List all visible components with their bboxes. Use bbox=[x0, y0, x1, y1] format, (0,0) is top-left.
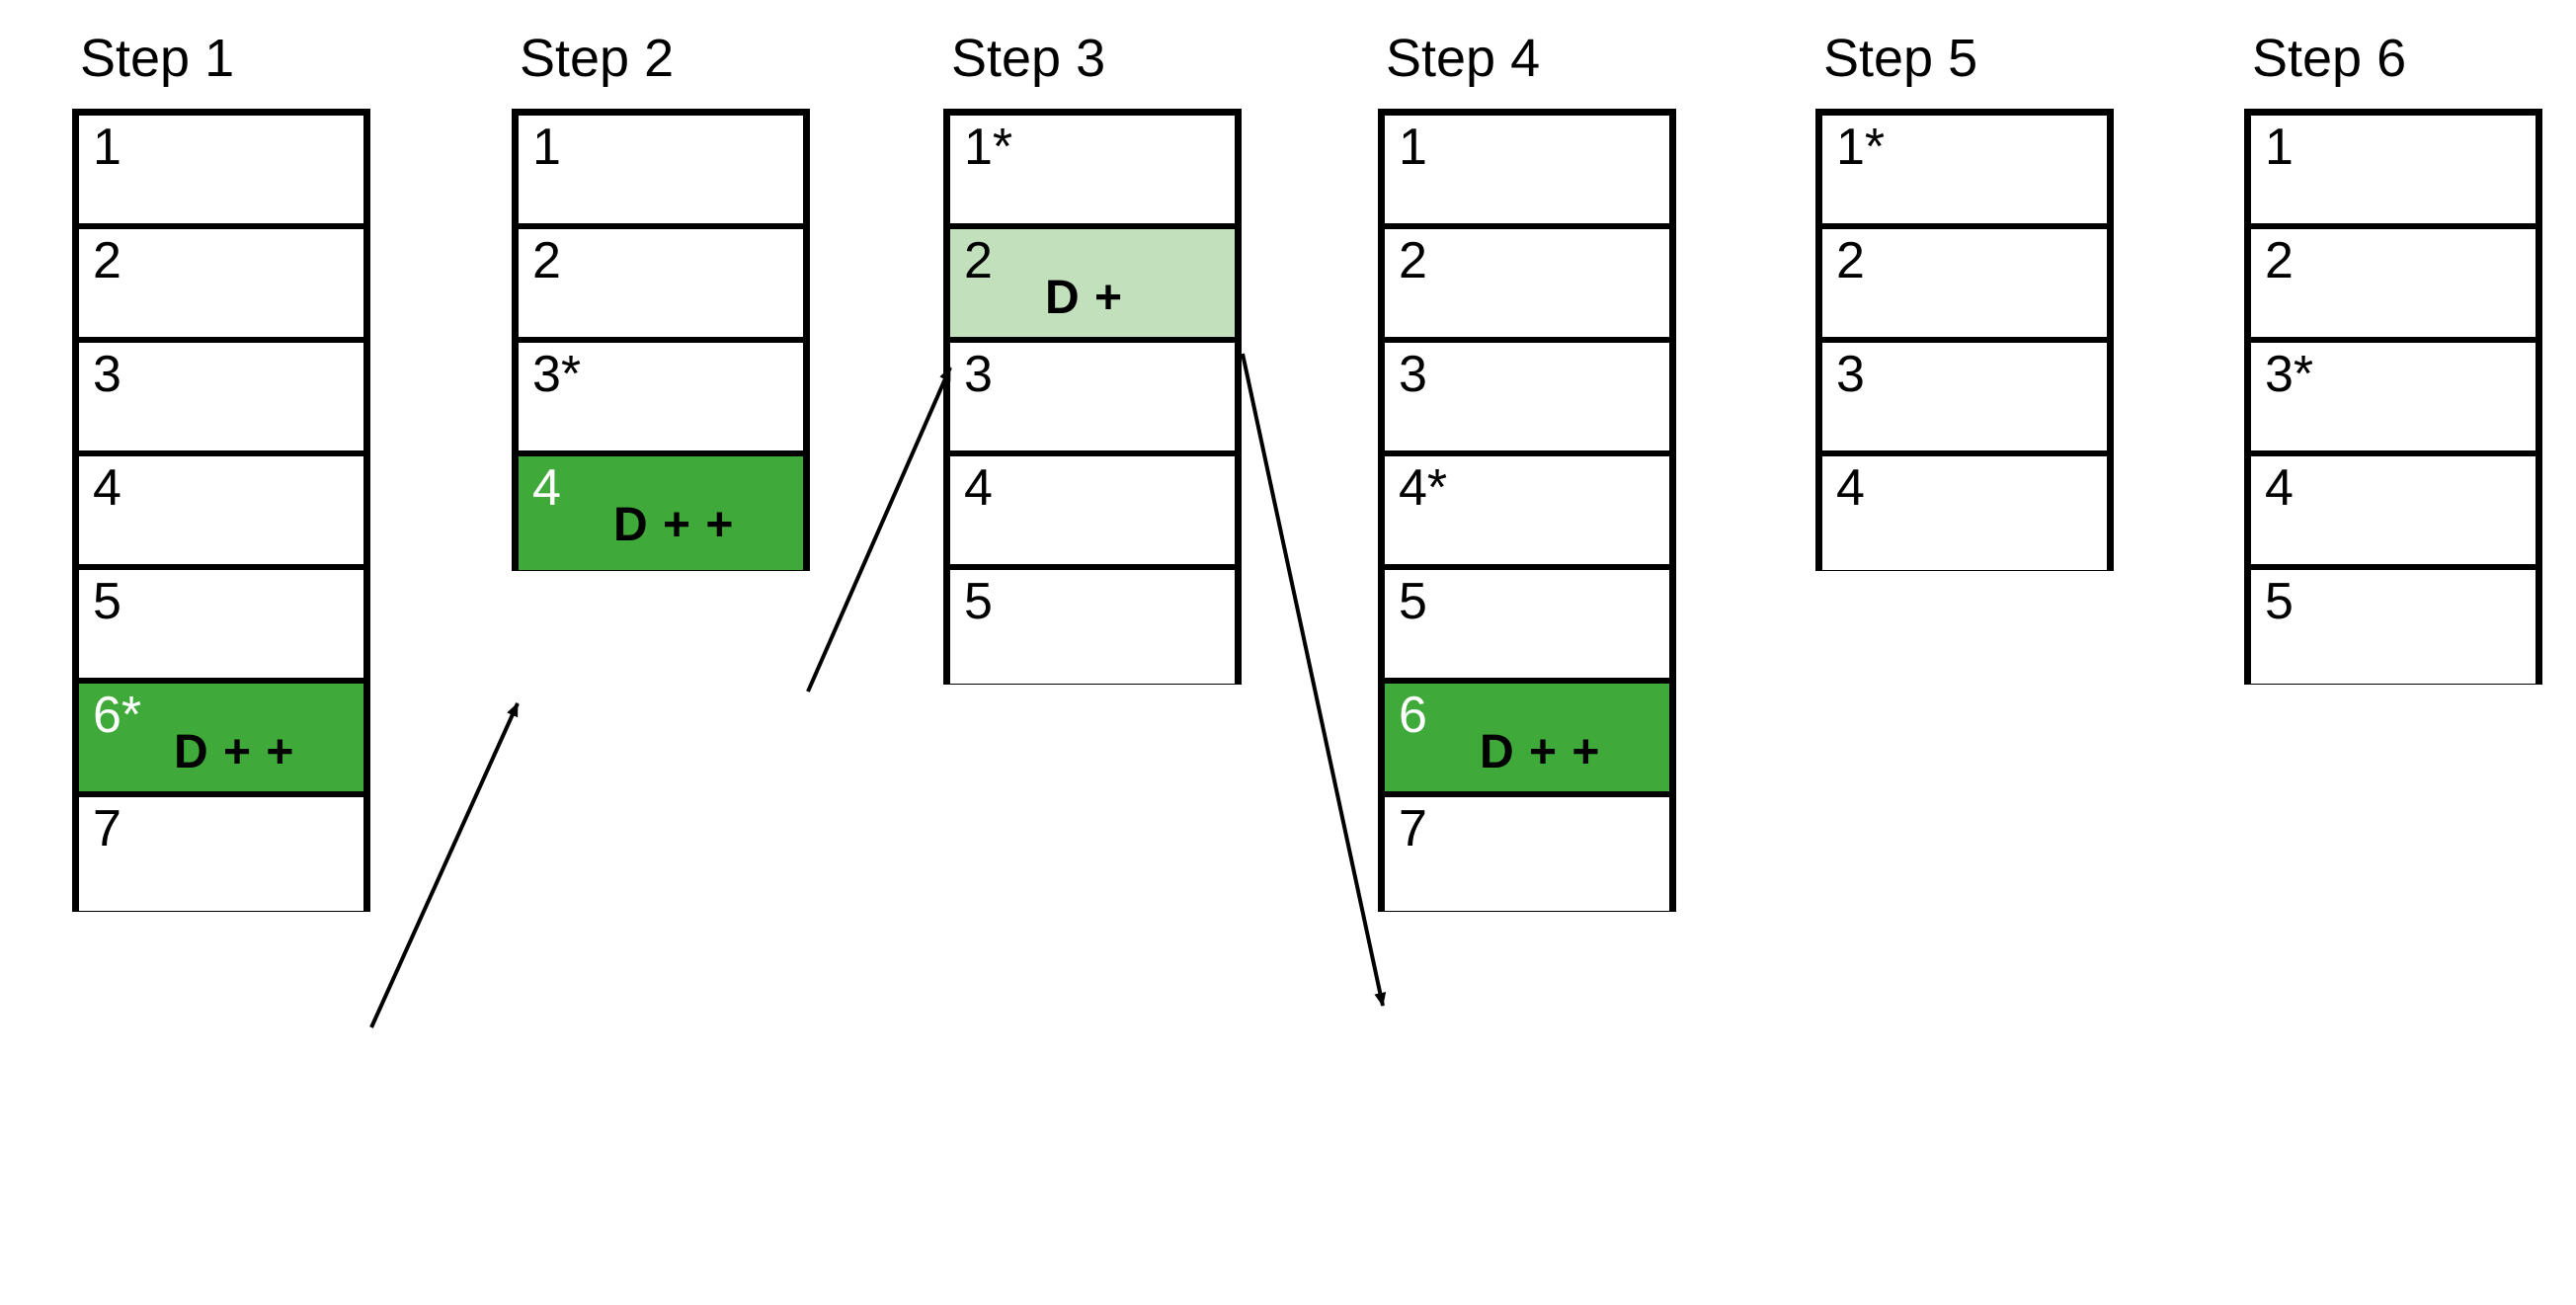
cell-label: 5 bbox=[1399, 573, 1427, 630]
step-5-cell-3[interactable]: 3 bbox=[1822, 343, 2107, 456]
cell-label: 6* bbox=[93, 687, 142, 744]
step-1-cell-7[interactable]: 7 bbox=[79, 797, 363, 911]
cell-label: 3 bbox=[93, 346, 121, 403]
step-2-cell-2[interactable]: 2 bbox=[519, 229, 803, 343]
step-column-cells-3: 1* 2 D + 3 4 5 bbox=[943, 109, 1242, 685]
step-4-cell-5[interactable]: 5 bbox=[1385, 570, 1669, 684]
step-2-cell-4[interactable]: 4 D + + bbox=[519, 456, 803, 570]
step-4-cell-6[interactable]: 6 D + + bbox=[1385, 684, 1669, 797]
step-column-cells-4: 1 2 3 4* 5 6 D + + 7 bbox=[1378, 109, 1676, 912]
cell-label: 3 bbox=[1836, 346, 1865, 403]
cell-delay-tag: D + + bbox=[1480, 726, 1601, 778]
cell-label: 1 bbox=[2265, 119, 2294, 176]
cell-delay-tag: D + bbox=[1045, 272, 1124, 324]
step-column-cells-2: 1 2 3* 4 D + + bbox=[512, 109, 810, 571]
step-1-cell-6[interactable]: 6* D + + bbox=[79, 684, 363, 797]
cell-label: 6 bbox=[1399, 687, 1427, 744]
step-column-title-6: Step 6 bbox=[2252, 29, 2407, 88]
step-3-cell-3[interactable]: 3 bbox=[950, 343, 1235, 456]
step-4-cell-2[interactable]: 2 bbox=[1385, 229, 1669, 343]
cell-label: 7 bbox=[1399, 800, 1427, 857]
step-column-title-5: Step 5 bbox=[1823, 29, 1978, 88]
step-1-cell-3[interactable]: 3 bbox=[79, 343, 363, 456]
cell-label: 3 bbox=[964, 346, 993, 403]
cell-label: 1* bbox=[964, 119, 1013, 176]
cell-label: 4 bbox=[532, 459, 561, 517]
step-3-cell-2[interactable]: 2 D + bbox=[950, 229, 1235, 343]
step-6-cell-2[interactable]: 2 bbox=[2251, 229, 2536, 343]
cell-label: 2 bbox=[964, 232, 993, 289]
cell-label: 4 bbox=[93, 459, 121, 517]
arrow-step2-to-step3 bbox=[806, 367, 952, 693]
step-1-cell-2[interactable]: 2 bbox=[79, 229, 363, 343]
cell-label: 5 bbox=[93, 573, 121, 630]
cell-label: 2 bbox=[2265, 232, 2294, 289]
step-1-cell-1[interactable]: 1 bbox=[79, 116, 363, 229]
cell-label: 2 bbox=[93, 232, 121, 289]
cell-label: 4 bbox=[2265, 459, 2294, 517]
step-column-title-4: Step 4 bbox=[1386, 29, 1541, 88]
step-3-cell-5[interactable]: 5 bbox=[950, 570, 1235, 684]
cell-label: 2 bbox=[1399, 232, 1427, 289]
step-2-cell-3[interactable]: 3* bbox=[519, 343, 803, 456]
step-4-cell-4[interactable]: 4* bbox=[1385, 456, 1669, 570]
cell-label: 5 bbox=[964, 573, 993, 630]
cell-label: 1 bbox=[93, 119, 121, 176]
step-6-cell-3[interactable]: 3* bbox=[2251, 343, 2536, 456]
cell-label: 1* bbox=[1836, 119, 1886, 176]
step-5-cell-4[interactable]: 4 bbox=[1822, 456, 2107, 570]
cell-delay-tag: D + + bbox=[174, 726, 295, 778]
step-4-cell-1[interactable]: 1 bbox=[1385, 116, 1669, 229]
arrow-step3-to-step4 bbox=[1241, 353, 1387, 1007]
cell-label: 3* bbox=[532, 346, 582, 403]
step-3-cell-1[interactable]: 1* bbox=[950, 116, 1235, 229]
step-column-title-3: Step 3 bbox=[951, 29, 1106, 88]
step-2-cell-1[interactable]: 1 bbox=[519, 116, 803, 229]
step-6-cell-1[interactable]: 1 bbox=[2251, 116, 2536, 229]
step-6-cell-4[interactable]: 4 bbox=[2251, 456, 2536, 570]
cell-label: 3 bbox=[1399, 346, 1427, 403]
step-1-cell-5[interactable]: 5 bbox=[79, 570, 363, 684]
cell-label: 2 bbox=[1836, 232, 1865, 289]
arrow-step1-to-step2 bbox=[369, 702, 520, 1028]
step-6-cell-5[interactable]: 5 bbox=[2251, 570, 2536, 684]
step-1-cell-4[interactable]: 4 bbox=[79, 456, 363, 570]
step-column-cells-1: 1 2 3 4 5 6* D + + 7 bbox=[72, 109, 370, 912]
cell-label: 2 bbox=[532, 232, 561, 289]
cell-label: 4* bbox=[1399, 459, 1448, 517]
step-column-title-2: Step 2 bbox=[520, 29, 675, 88]
cell-label: 1 bbox=[1399, 119, 1427, 176]
cell-label: 3* bbox=[2265, 346, 2314, 403]
step-column-cells-6: 1 2 3* 4 5 bbox=[2244, 109, 2542, 685]
cell-label: 4 bbox=[1836, 459, 1865, 517]
step-column-cells-5: 1* 2 3 4 bbox=[1815, 109, 2114, 571]
step-4-cell-3[interactable]: 3 bbox=[1385, 343, 1669, 456]
step-column-title-1: Step 1 bbox=[80, 29, 235, 88]
step-3-cell-4[interactable]: 4 bbox=[950, 456, 1235, 570]
cell-label: 1 bbox=[532, 119, 561, 176]
step-4-cell-7[interactable]: 7 bbox=[1385, 797, 1669, 911]
cell-delay-tag: D + + bbox=[613, 499, 735, 551]
cell-label: 5 bbox=[2265, 573, 2294, 630]
step-5-cell-2[interactable]: 2 bbox=[1822, 229, 2107, 343]
cell-label: 7 bbox=[93, 800, 121, 857]
step-5-cell-1[interactable]: 1* bbox=[1822, 116, 2107, 229]
cell-label: 4 bbox=[964, 459, 993, 517]
